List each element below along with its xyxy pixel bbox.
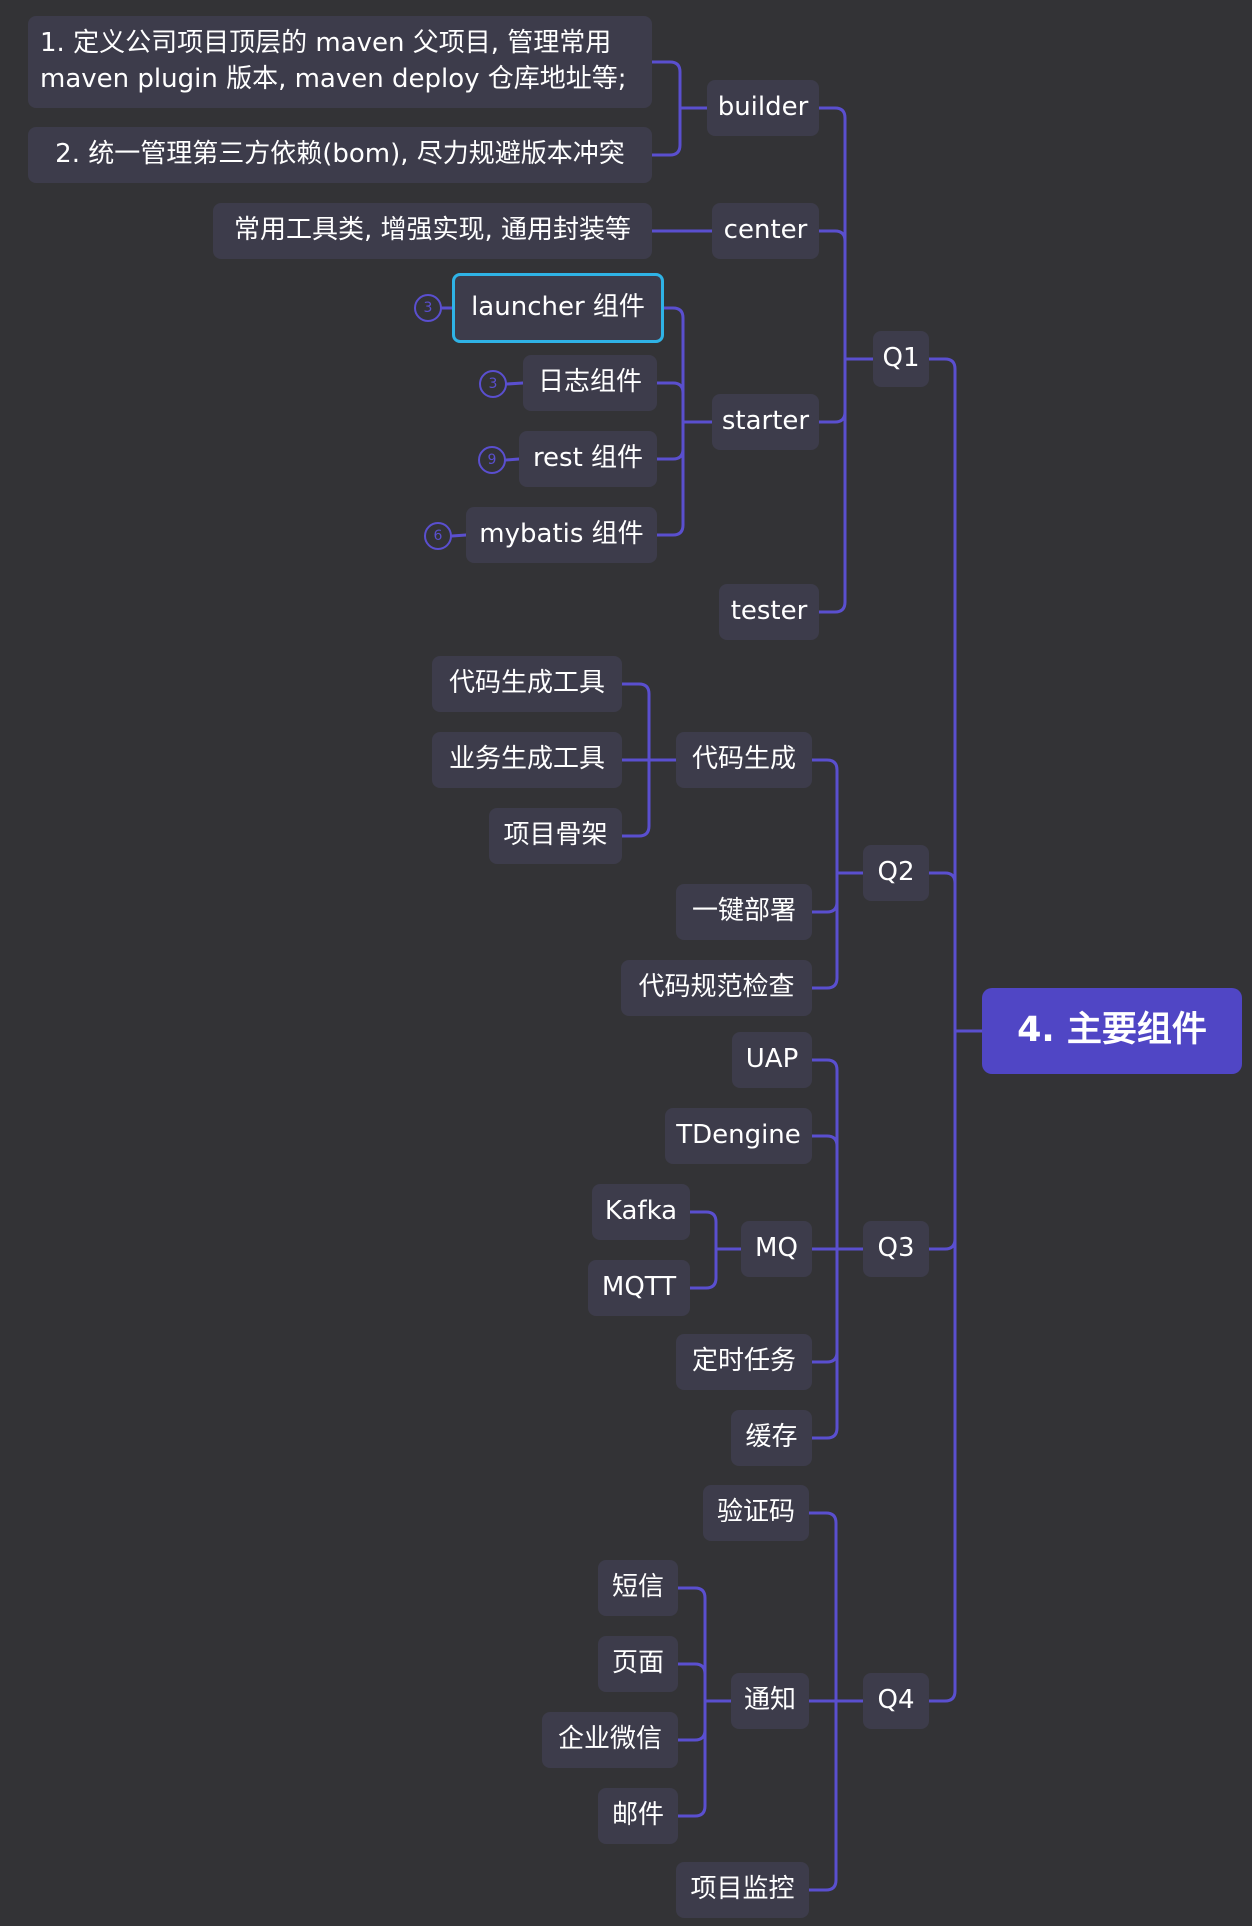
topic-uap[interactable]: UAP [732, 1032, 812, 1088]
topic-cache[interactable]: 缓存 [731, 1410, 812, 1466]
topic-tdengine[interactable]: TDengine [665, 1108, 812, 1164]
q1-connector-branch [817, 106, 847, 361]
topic-builder[interactable]: builder [707, 80, 819, 136]
topic-one-click-deploy[interactable]: 一键部署 [676, 884, 812, 940]
builder-note-2[interactable]: 2. 统一管理第三方依赖(bom), 尽力规避版本冲突 [28, 127, 652, 183]
codegen-connector-branch [620, 758, 651, 838]
q3-connector-branch [810, 1247, 839, 1364]
q1-connector-branch [817, 357, 847, 614]
topic-mq[interactable]: MQ [741, 1221, 812, 1277]
topic-starter[interactable]: starter [712, 394, 819, 450]
topic-code-style-check[interactable]: 代码规范检查 [621, 960, 812, 1016]
starter-connector-branch [655, 420, 685, 461]
topic-project-monitoring[interactable]: 项目监控 [676, 1862, 809, 1918]
notify-connector-branch [676, 1662, 707, 1703]
q4-connector-branch [807, 1511, 838, 1703]
root-node[interactable]: 4. 主要组件 [982, 988, 1242, 1074]
q2-connector-branch [810, 871, 839, 990]
starter-log-component[interactable]: 日志组件 [523, 355, 657, 411]
root-connector-branch [927, 1029, 957, 1251]
topic-notification[interactable]: 通知 [731, 1673, 809, 1729]
q3-connector-branch [810, 1058, 839, 1251]
notify-wechat-work[interactable]: 企业微信 [542, 1712, 678, 1768]
rest-count-badge[interactable]: 9 [478, 446, 506, 474]
topic-captcha[interactable]: 验证码 [703, 1485, 809, 1541]
notify-sms[interactable]: 短信 [598, 1560, 678, 1616]
quarter-node-q2[interactable]: Q2 [863, 845, 929, 901]
q3-connector-branch [810, 1134, 839, 1251]
topic-code-gen[interactable]: 代码生成 [676, 732, 812, 788]
quarter-node-q4[interactable]: Q4 [863, 1673, 929, 1729]
topic-tester[interactable]: tester [719, 584, 819, 640]
mybatis-count-badge[interactable]: 6 [424, 522, 452, 550]
starter-mybatis-component[interactable]: mybatis 组件 [466, 507, 657, 563]
q1-connector-branch [817, 357, 847, 424]
builder-connector-branch [650, 60, 682, 110]
quarter-node-q1[interactable]: Q1 [873, 331, 929, 387]
code-gen-tool[interactable]: 代码生成工具 [432, 656, 622, 712]
notify-connector-branch [676, 1699, 707, 1742]
root-connector-branch [927, 871, 957, 1033]
mq-connector-branch [688, 1210, 718, 1251]
q2-connector-branch [810, 871, 839, 914]
notify-page[interactable]: 页面 [598, 1636, 678, 1692]
builder-connector-branch [650, 106, 682, 157]
badge-tick [505, 381, 525, 386]
starter-connector-branch [662, 306, 685, 424]
topic-scheduled-tasks[interactable]: 定时任务 [676, 1334, 812, 1390]
log-count-badge[interactable]: 3 [479, 370, 507, 398]
mq-connector-branch [688, 1247, 718, 1290]
starter-launcher-component[interactable]: launcher 组件 [452, 273, 664, 343]
notify-connector-branch [676, 1699, 707, 1818]
root-connector-branch [927, 1029, 957, 1703]
codegen-connector-branch [620, 682, 651, 762]
center-note[interactable]: 常用工具类, 增强实现, 通用封装等 [213, 203, 652, 259]
badge-tick [504, 457, 521, 462]
quarter-node-q3[interactable]: Q3 [863, 1221, 929, 1277]
launcher-count-badge[interactable]: 3 [414, 294, 442, 322]
starter-connector-branch [655, 381, 685, 424]
badge-tick [450, 533, 468, 538]
q2-connector-branch [810, 758, 839, 875]
mq-mqtt[interactable]: MQTT [588, 1260, 690, 1316]
starter-rest-component[interactable]: rest 组件 [519, 431, 657, 487]
notify-email[interactable]: 邮件 [598, 1788, 678, 1844]
notify-connector-branch [676, 1586, 707, 1703]
q1-connector-branch [817, 229, 847, 361]
topic-center[interactable]: center [712, 203, 819, 259]
project-skeleton[interactable]: 项目骨架 [489, 808, 622, 864]
q3-connector-branch [810, 1247, 839, 1440]
builder-note-1[interactable]: 1. 定义公司项目顶层的 maven 父项目, 管理常用 maven plugi… [28, 16, 652, 108]
q4-connector-branch [807, 1699, 838, 1892]
mq-kafka[interactable]: Kafka [592, 1184, 690, 1240]
root-connector-branch [927, 357, 957, 1033]
business-gen-tool[interactable]: 业务生成工具 [432, 732, 622, 788]
starter-connector-branch [655, 420, 685, 537]
